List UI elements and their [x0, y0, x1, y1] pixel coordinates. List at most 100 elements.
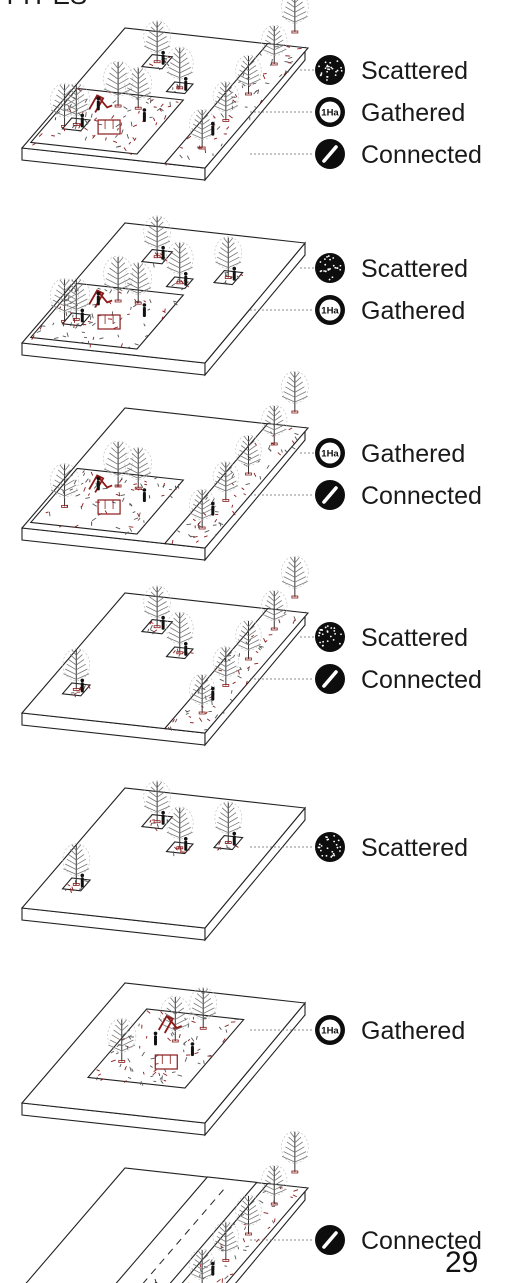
ground-texture-mark [174, 846, 178, 851]
ground-texture-mark [266, 464, 270, 469]
ground-texture-mark [83, 487, 86, 492]
ground-texture-mark [116, 127, 119, 131]
ground-texture-mark [242, 1249, 247, 1252]
ground-texture-mark [294, 432, 299, 436]
ground-texture-mark [124, 479, 127, 484]
ground-texture-mark [97, 287, 101, 290]
ground-texture-mark [146, 1010, 151, 1014]
ground-texture-mark [100, 1078, 104, 1081]
ground-texture-mark [245, 641, 248, 644]
ground-texture-mark [203, 1017, 207, 1020]
tree-icon [261, 589, 288, 631]
ground-texture-mark [203, 535, 208, 538]
ground-texture-mark [245, 483, 251, 485]
type-diagram-row-5: Scattered [20, 780, 468, 942]
ground-texture-mark [157, 483, 160, 487]
ground-texture-mark [132, 304, 137, 308]
ground-texture-mark [195, 540, 199, 543]
tree-icon [235, 54, 262, 96]
ground-texture-mark [155, 122, 158, 126]
ground-texture-mark [232, 1223, 236, 1226]
ground-texture-mark [232, 654, 236, 658]
ground-texture-mark [242, 1238, 246, 1243]
person-figure [80, 113, 85, 128]
ground-texture-mark [144, 480, 147, 483]
ground-texture-mark [83, 685, 86, 690]
ground-texture-mark [212, 705, 216, 708]
ground-texture-mark [57, 132, 61, 135]
person-figure [183, 272, 188, 286]
ground-texture-mark [161, 316, 164, 320]
ground-texture-mark [147, 97, 152, 100]
ground-texture-mark [74, 524, 79, 528]
label-gathered: Gathered [361, 440, 465, 468]
ground-texture-mark [142, 1071, 145, 1075]
ground-texture-mark [189, 652, 194, 654]
person-figure [142, 108, 147, 122]
ground-texture-mark [45, 511, 49, 514]
ground-texture-mark [237, 675, 242, 679]
ground-texture-mark [97, 1073, 102, 1076]
ground-texture-mark [178, 1034, 181, 1039]
ground-texture-mark [84, 127, 88, 131]
tree-icon [166, 806, 194, 850]
ground-texture-mark [48, 511, 51, 517]
label-gathered: Gathered [361, 1017, 465, 1045]
ground-texture-mark [143, 323, 146, 327]
ground-texture-mark [147, 628, 150, 633]
swing-set [97, 499, 121, 515]
ground-texture-mark [192, 518, 196, 522]
ground-texture-mark [184, 1056, 188, 1062]
ground-texture-mark [271, 58, 273, 63]
ground-texture-mark [79, 888, 82, 892]
tree-icon [124, 67, 152, 110]
ground-texture-mark [115, 493, 121, 497]
ground-texture-mark [138, 110, 140, 114]
ground-texture-mark [293, 1189, 299, 1192]
ground-texture-mark [209, 1054, 214, 1057]
ground-texture-mark [172, 719, 175, 723]
tree-icon [50, 463, 79, 508]
ground-texture-mark [214, 714, 219, 719]
ground-texture-mark [150, 624, 153, 630]
tree-icon [261, 1164, 288, 1206]
person-figure [142, 488, 147, 502]
ground-texture-mark [205, 711, 208, 715]
ground-texture-mark [194, 1051, 199, 1055]
person-figure [210, 501, 215, 516]
tree-icon [103, 440, 134, 488]
ground-texture-mark [80, 482, 84, 485]
dotted-black-circle-icon [315, 55, 345, 85]
ground-texture-mark [38, 133, 43, 137]
ground-texture-mark [219, 522, 222, 527]
ground-texture-mark [65, 311, 68, 317]
ground-texture-mark [271, 1220, 275, 1224]
ground-texture-mark [169, 101, 171, 107]
page-number: 29 [445, 1246, 478, 1279]
tree-icon [261, 24, 288, 66]
ground-texture-mark [293, 616, 297, 622]
ground-texture-mark [158, 1017, 163, 1022]
ground-texture-mark [171, 282, 177, 287]
ground-texture-mark [232, 99, 237, 103]
person-figure [161, 245, 165, 260]
ground-texture-mark [160, 108, 164, 112]
tree-icon [62, 83, 91, 126]
ground-texture-mark [54, 337, 59, 340]
ground-texture-mark [164, 114, 167, 120]
ground-texture-mark [216, 1278, 221, 1283]
tree-icon [214, 236, 242, 280]
slash-black-circle-icon [315, 480, 345, 510]
ground-texture-mark [165, 162, 167, 166]
ground-texture-mark [120, 494, 126, 497]
ground-texture-mark [253, 90, 258, 95]
person-figure [80, 308, 85, 323]
ground-texture-mark [274, 1218, 276, 1223]
ground-texture-mark [74, 694, 76, 698]
ground-texture-mark [174, 718, 178, 723]
ground-texture-mark [87, 685, 91, 689]
ground-texture-mark [254, 106, 258, 109]
ground-texture-mark [127, 1058, 131, 1063]
slab-top-face [20, 787, 307, 929]
